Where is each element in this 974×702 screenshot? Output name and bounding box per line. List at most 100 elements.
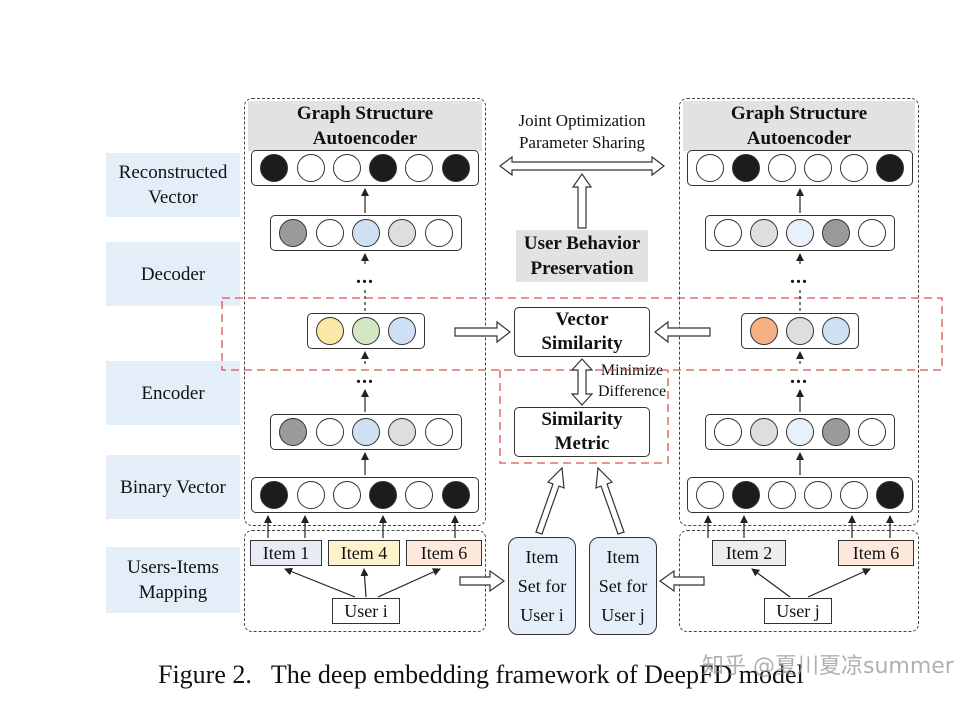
- node: [696, 154, 724, 182]
- node: [316, 317, 344, 345]
- right-encoder-ellipsis: ...: [790, 366, 808, 388]
- set-i-to-metric-arrow: [535, 466, 565, 535]
- node: [441, 481, 470, 509]
- arrow: [377, 568, 441, 598]
- right-decoder-ellipsis: ...: [790, 266, 808, 288]
- right-to-similarity-arrow: [654, 320, 711, 344]
- node: [296, 481, 325, 509]
- minimize-difference-text: Minimize Difference: [597, 362, 667, 400]
- node: [822, 219, 850, 247]
- node: [279, 219, 308, 247]
- node: [388, 219, 417, 247]
- node: [369, 481, 398, 509]
- node: [369, 154, 398, 182]
- arrow: [284, 567, 356, 598]
- node: [714, 418, 742, 446]
- node: [388, 317, 416, 345]
- right-reconstructed-vector: [687, 150, 913, 186]
- figure-caption: Figure 2. The deep embedding framework o…: [158, 660, 804, 689]
- right-binary-vector: [687, 477, 913, 513]
- label-users-items-mapping: Users-Items Mapping: [106, 547, 240, 613]
- arrow: [360, 568, 369, 598]
- node: [822, 418, 850, 446]
- left-decoder-vector: [270, 215, 462, 251]
- node: [786, 317, 814, 345]
- node: [405, 481, 434, 509]
- node: [876, 154, 904, 182]
- node: [768, 154, 796, 182]
- joint-optimization-text: Joint Optimization Parameter Sharing: [518, 111, 646, 152]
- left-item-1: Item 1: [250, 540, 322, 566]
- behavior-up-arrow: [571, 172, 593, 229]
- node: [858, 219, 886, 247]
- arrow: [751, 568, 791, 598]
- node: [732, 481, 760, 509]
- right-mapping-to-set-arrow: [658, 569, 705, 593]
- joint-double-arrow: [499, 155, 665, 177]
- node: [332, 154, 361, 182]
- similarity-metric-box: Similarity Metric: [514, 407, 650, 457]
- node: [441, 154, 470, 182]
- left-mapping-to-set-arrow: [459, 569, 506, 593]
- right-item-2: Item 2: [712, 540, 786, 566]
- user-behavior-preservation-box: User Behavior Preservation: [516, 230, 648, 282]
- left-decoder-ellipsis: ...: [356, 266, 374, 288]
- arrow: [807, 568, 871, 598]
- node: [840, 154, 868, 182]
- label-binary-vector: Binary Vector: [106, 455, 240, 519]
- node: [352, 317, 380, 345]
- node: [279, 418, 308, 446]
- vector-similarity-box: Vector Similarity: [514, 307, 650, 357]
- node: [388, 418, 417, 446]
- node: [732, 154, 760, 182]
- node: [786, 418, 814, 446]
- node: [876, 481, 904, 509]
- item-set-user-i: Item Set for User i: [508, 537, 576, 635]
- left-item-4: Item 4: [328, 540, 400, 566]
- node: [424, 418, 453, 446]
- set-j-to-metric-arrow: [595, 466, 625, 535]
- right-encoder-vector: [705, 414, 895, 450]
- node: [768, 481, 796, 509]
- label-encoder: Encoder: [106, 361, 240, 425]
- label-decoder: Decoder: [106, 242, 240, 306]
- node: [405, 154, 434, 182]
- node: [822, 317, 850, 345]
- right-decoder-vector: [705, 215, 895, 251]
- watermark: 知乎 @夏川夏凉summer: [702, 654, 954, 679]
- node: [351, 418, 380, 446]
- node: [351, 219, 380, 247]
- minimize-double-arrow: [570, 358, 594, 406]
- left-reconstructed-vector: [251, 150, 479, 186]
- node: [315, 219, 344, 247]
- left-autoencoder-title: Graph Structure Autoencoder: [248, 101, 482, 151]
- node: [696, 481, 724, 509]
- left-embedding-vector: [307, 313, 425, 349]
- node: [296, 154, 325, 182]
- node: [260, 481, 289, 509]
- right-embedding-vector: [741, 313, 859, 349]
- node: [750, 418, 778, 446]
- node: [714, 219, 742, 247]
- right-autoencoder-title: Graph Structure Autoencoder: [683, 101, 915, 151]
- node: [750, 219, 778, 247]
- node: [315, 418, 344, 446]
- node: [424, 219, 453, 247]
- left-to-similarity-arrow: [454, 320, 511, 344]
- item-set-user-j: Item Set for User j: [589, 537, 657, 635]
- node: [260, 154, 289, 182]
- node: [804, 154, 832, 182]
- right-user-box: User j: [764, 598, 832, 624]
- red-dashed-metric-frame: [499, 370, 669, 464]
- left-encoder-ellipsis: ...: [356, 366, 374, 388]
- right-item-6: Item 6: [838, 540, 914, 566]
- node: [840, 481, 868, 509]
- right-autoencoder-panel: [679, 98, 919, 526]
- node: [332, 481, 361, 509]
- left-autoencoder-panel: [244, 98, 486, 526]
- left-binary-vector: [251, 477, 479, 513]
- node: [750, 317, 778, 345]
- left-user-box: User i: [332, 598, 400, 624]
- left-encoder-vector: [270, 414, 462, 450]
